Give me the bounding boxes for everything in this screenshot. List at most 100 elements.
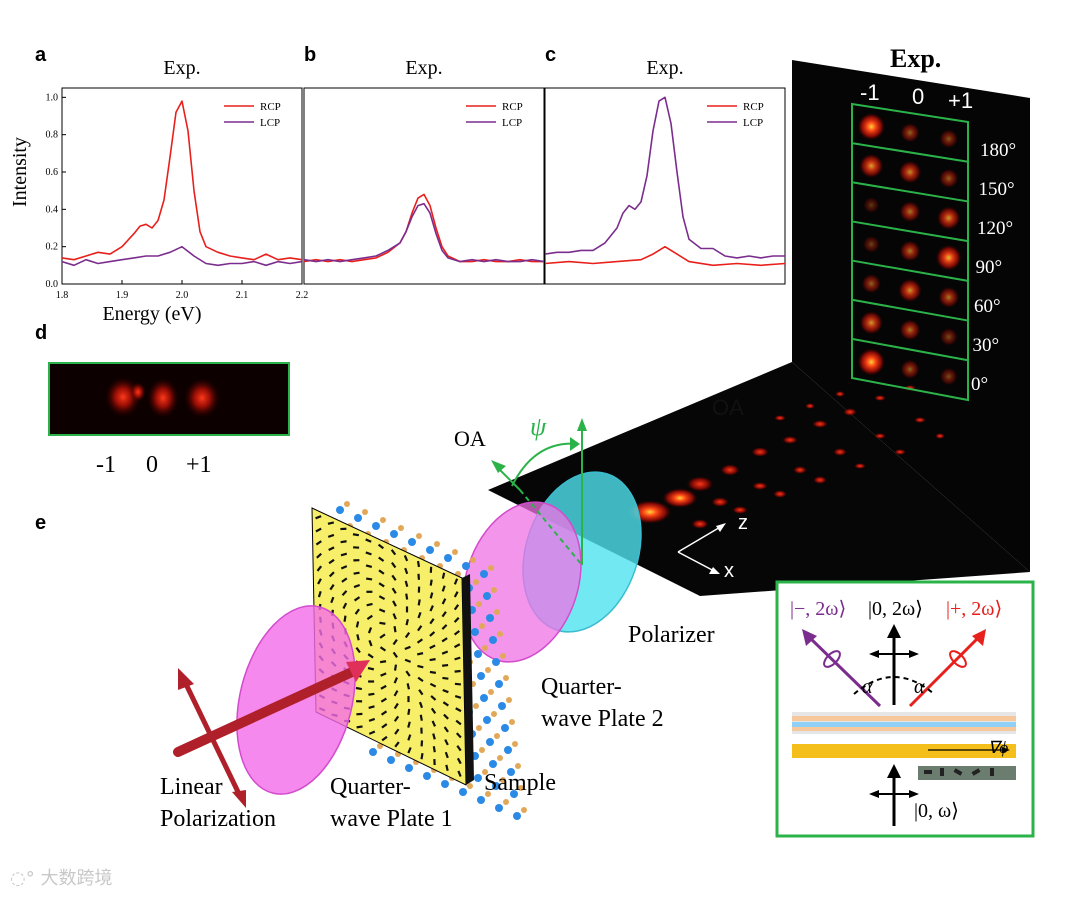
metasurface-dash xyxy=(404,580,409,587)
screen-angle-label: 120° xyxy=(977,218,1014,239)
chart-title-c: Exp. xyxy=(646,57,683,79)
oa-rotation-arrows xyxy=(496,428,583,566)
screen-spot xyxy=(857,112,886,141)
screen-spot xyxy=(899,200,921,223)
metasurface-dash xyxy=(377,543,385,550)
lattice-atom xyxy=(476,725,482,731)
metasurface-dash xyxy=(405,670,411,677)
lattice-atom xyxy=(477,672,485,680)
metasurface-dash xyxy=(390,549,397,556)
metasurface-dash xyxy=(405,593,409,600)
metasurface-dash xyxy=(456,757,462,765)
screen-spot xyxy=(900,359,920,380)
metasurface-dash xyxy=(455,732,462,739)
metasurface-dash xyxy=(416,638,424,644)
metasurface-dash xyxy=(353,583,361,589)
lattice-atom xyxy=(518,785,524,791)
metasurface-dash xyxy=(429,644,436,650)
lattice-atom xyxy=(498,702,506,710)
screen-angle-label: 150° xyxy=(978,179,1015,200)
metasurface-dash xyxy=(429,592,434,599)
legend-label-b-lcp: LCP xyxy=(502,117,522,129)
metasurface-dash xyxy=(430,707,437,714)
screen-order-minus1: -1 xyxy=(860,80,880,105)
metasurface-dash xyxy=(356,700,363,703)
lattice-atom xyxy=(500,653,506,659)
lattice-atom xyxy=(506,697,512,703)
lattice-atom xyxy=(492,658,500,666)
metasurface-dash xyxy=(441,598,447,605)
x-axis-label: Energy (eV) xyxy=(102,303,201,325)
x-tick-label: 2.0 xyxy=(176,290,189,301)
metasurface-dash xyxy=(380,672,387,677)
metasurface-dash xyxy=(315,540,322,546)
lattice-atom xyxy=(515,763,521,769)
metasurface-dash xyxy=(379,633,386,639)
metasurface-dash xyxy=(316,552,322,559)
screen-order-0: 0 xyxy=(912,84,925,109)
metasurface-dash xyxy=(368,692,375,696)
lattice-atom xyxy=(509,719,515,725)
metasurface-dash xyxy=(394,741,400,748)
lattice-atom xyxy=(390,530,398,538)
lattice-atom xyxy=(452,549,458,555)
inset-minus-state: |−, 2ω⟩ xyxy=(790,598,847,620)
screen-spot xyxy=(898,160,922,184)
lattice-atom xyxy=(482,769,488,775)
lattice-atom xyxy=(474,650,482,658)
screen-angle-label: 60° xyxy=(974,296,1001,317)
lattice-atom xyxy=(512,741,518,747)
screen-spot xyxy=(862,196,880,214)
metasurface-dash xyxy=(355,621,360,628)
metasurface-dash xyxy=(407,708,411,716)
lattice-atom xyxy=(369,748,377,756)
panel-d-label-plus1: +1 xyxy=(186,452,212,478)
metasurface-dash xyxy=(316,565,323,572)
screen-angle-label: 0° xyxy=(971,374,989,395)
lattice-atom xyxy=(416,533,422,539)
linear-label-line1: Linear xyxy=(160,774,223,800)
y-tick-label: 0.0 xyxy=(46,279,59,290)
lattice-atom xyxy=(441,780,449,788)
lattice-atom xyxy=(497,631,503,637)
metasurface-dash xyxy=(381,735,388,742)
metasurface-dash xyxy=(393,677,398,684)
panel-letter-e: e xyxy=(35,512,47,534)
metasurface-dash xyxy=(403,554,409,562)
metasurface-dash xyxy=(356,712,363,716)
metasurface-dash xyxy=(418,689,424,696)
y-tick-label: 0.2 xyxy=(46,242,59,253)
metasurface-dash xyxy=(379,646,387,652)
screen-spot xyxy=(899,240,921,262)
screen-spot xyxy=(939,129,959,149)
metasurface-dash xyxy=(445,764,449,771)
lattice-atom xyxy=(500,777,506,783)
metasurface-dash xyxy=(393,626,397,633)
metasurface-dash xyxy=(327,521,335,525)
metasurface-dash xyxy=(453,630,461,636)
metasurface-dash xyxy=(356,725,363,729)
lattice-atom xyxy=(495,804,503,812)
metasurface-dash xyxy=(429,605,434,612)
metasurface-dash xyxy=(420,727,423,734)
panel-letter-d: d xyxy=(35,322,48,344)
lattice-atom xyxy=(336,506,344,514)
inset-diagram xyxy=(792,624,1016,826)
metasurface-dash xyxy=(391,561,397,569)
metasurface-dash xyxy=(340,565,348,570)
series-line-c-lcp xyxy=(544,96,785,259)
inset-input-state: |0, ω⟩ xyxy=(914,800,959,822)
metasurface-dash xyxy=(431,720,437,727)
legend-label-c-lcp: LCP xyxy=(743,117,763,129)
chart-title-b: Exp. xyxy=(405,57,442,79)
metasurface-dash xyxy=(444,751,449,759)
lattice-atom xyxy=(474,774,482,782)
screen-grid-divider xyxy=(851,142,969,163)
inset-alpha-left: α xyxy=(862,676,873,698)
screen-grid-divider xyxy=(851,298,969,322)
metasurface-dash xyxy=(407,696,410,703)
metasurface-dash xyxy=(432,733,436,740)
